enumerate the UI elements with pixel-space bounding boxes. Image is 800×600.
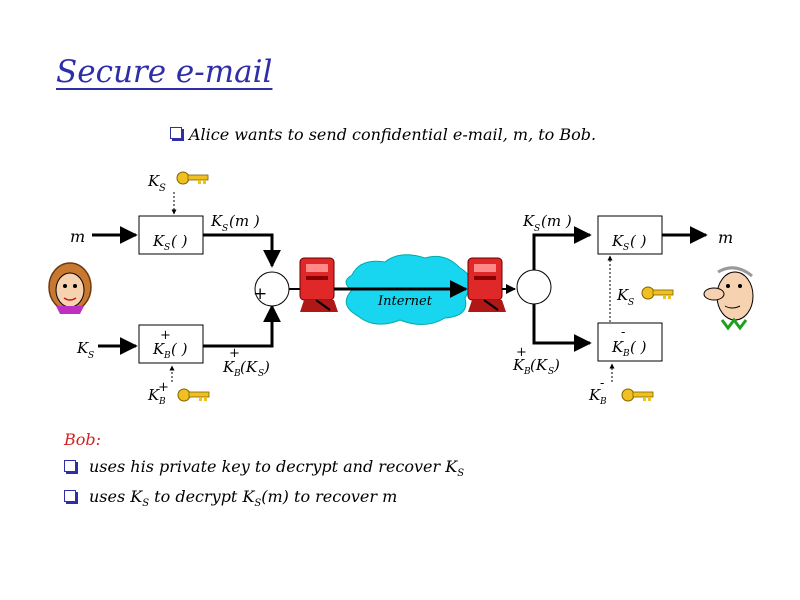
bob-bullet-1-text: uses his private key to decrypt and reco…	[89, 457, 458, 476]
kb-key-label: K	[147, 386, 160, 404]
kb-key-plus: +	[158, 380, 169, 395]
kb-box-sub: B	[163, 351, 171, 361]
bob-bullet-1-sub: S	[457, 468, 465, 480]
key-icon	[641, 286, 674, 300]
kbks-paren-alice: (K	[240, 358, 258, 376]
bob-heading: Bob:	[64, 430, 102, 449]
ks-dbox-k: K	[611, 232, 624, 250]
ks-encrypt-box	[138, 215, 204, 255]
bob-bullet-2: uses KS to decrypt KS(m) to recover m	[89, 487, 397, 509]
mail-server-icon	[467, 257, 506, 312]
kbks-sub-bob: B	[523, 367, 531, 377]
alice-avatar	[48, 262, 92, 314]
kb-plus-box: +	[160, 328, 171, 343]
bob-bullet-1: uses his private key to decrypt and reco…	[89, 457, 464, 479]
ks-box-sub: S	[164, 243, 170, 253]
bob-avatar	[703, 266, 754, 331]
ks-label-alice: K	[147, 172, 160, 190]
bob-bullet-2-sub: S	[142, 498, 150, 510]
bob-bullet-2-prefix: uses K	[89, 487, 143, 506]
alice-m-label: m	[70, 227, 85, 246]
bob-m-label: m	[718, 228, 733, 247]
ks-sub-bob: S	[628, 298, 634, 308]
kbm-box-sub: B	[622, 349, 630, 359]
kb-minus-box: -	[621, 325, 625, 340]
page-title: Secure e-mail	[56, 54, 273, 90]
kbks-inner-sub-bob: S	[548, 367, 554, 377]
kbm-key-sub: B	[599, 397, 607, 407]
kbks-inner-sub-alice: S	[258, 369, 264, 379]
ksm-label-alice: K	[210, 212, 223, 230]
ksm-paren-alice: (m )	[229, 212, 260, 230]
bob-bullet-2-sub2: S	[254, 498, 262, 510]
ks-decrypt-box	[597, 215, 663, 255]
ks-box-paren: ( )	[171, 232, 188, 250]
ks-dbox-sub: S	[623, 243, 629, 253]
kbks-plus-alice: +	[229, 346, 240, 361]
intro-text: Alice wants to send confidential e-mail,…	[189, 125, 597, 144]
bob-bullet-2-mid: to decrypt K	[149, 487, 255, 506]
kbks-close-bob: )	[553, 356, 560, 374]
bullet-icon	[64, 460, 76, 472]
split-node	[516, 269, 552, 305]
kbks-k-alice: K	[222, 358, 235, 376]
ks-label-bob: K	[616, 286, 629, 304]
bullet-icon	[170, 127, 182, 139]
key-icon	[176, 171, 209, 185]
ks-box-k: K	[152, 232, 165, 250]
kb-box-k: K	[152, 340, 165, 358]
key-icon	[621, 388, 654, 402]
kb-public-encrypt-box	[138, 324, 204, 364]
kbm-key-minus: -	[600, 376, 604, 391]
ks-dbox-paren: ( )	[630, 232, 647, 250]
internet-label: Internet	[377, 294, 433, 309]
kb-box-paren: ( )	[171, 340, 188, 358]
mail-server-icon	[299, 257, 338, 312]
ksm-label-bob: K	[522, 212, 535, 230]
ksm-paren-bob: (m )	[541, 212, 572, 230]
kb-private-decrypt-box	[597, 322, 663, 362]
kbks-sub-alice: B	[233, 369, 241, 379]
ks-input-label: K	[76, 339, 89, 357]
combine-plus: +	[253, 284, 267, 304]
kbks-close-alice: )	[263, 358, 270, 376]
ks-sub-alice: S	[159, 183, 166, 194]
bullet-icon	[64, 490, 76, 502]
kbks-plus-bob: +	[516, 345, 527, 360]
kb-key-sub: B	[158, 397, 166, 407]
ksm-sub-alice: S	[222, 224, 228, 234]
bob-bullet-2-rest: (m) to recover m	[261, 487, 398, 506]
kbks-paren-bob: (K	[530, 356, 548, 374]
kbm-box-k: K	[611, 338, 624, 356]
kbm-box-paren: ( )	[630, 338, 647, 356]
key-icon	[177, 388, 210, 402]
kbks-k-bob: K	[512, 356, 525, 374]
ks-input-sub: S	[88, 351, 94, 361]
ksm-sub-bob: S	[534, 224, 540, 234]
kbm-key-label: K	[588, 386, 601, 404]
